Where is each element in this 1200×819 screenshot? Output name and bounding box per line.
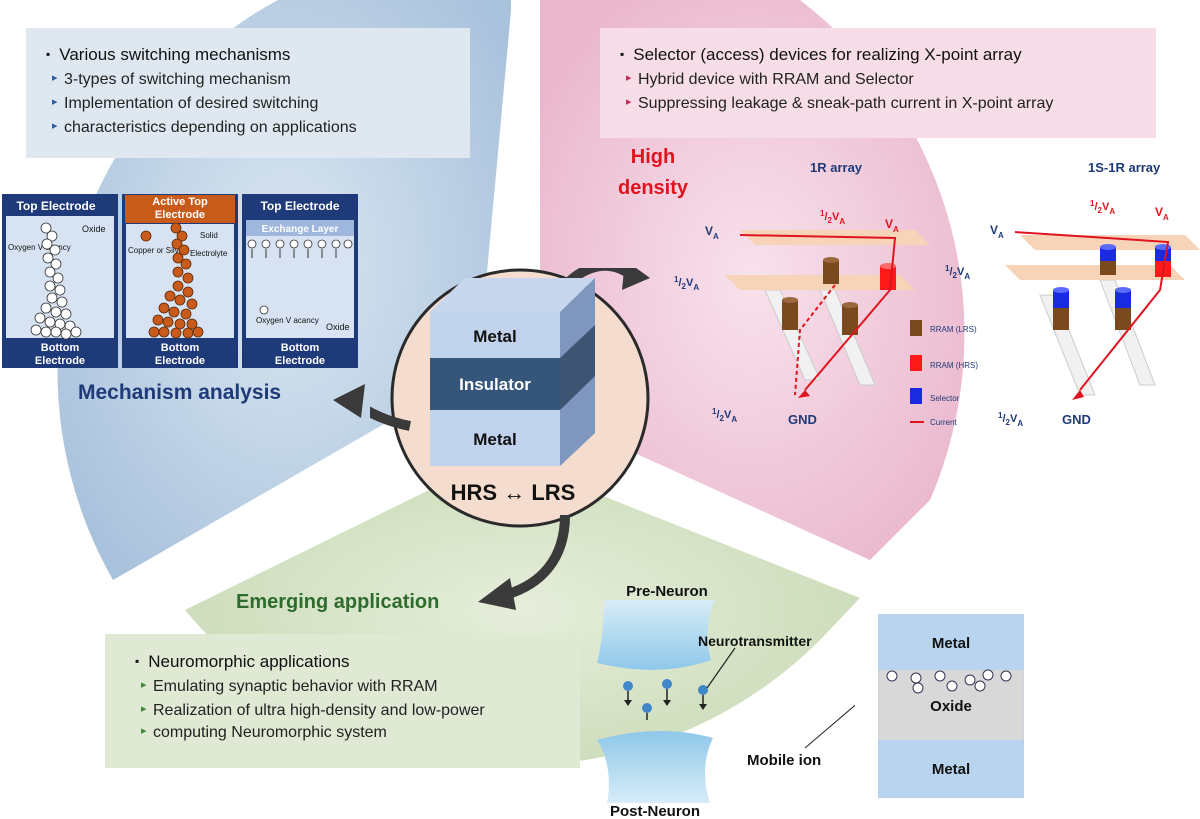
neuromorphic-item: Emulating synaptic behavior with RRAM [135,678,550,696]
svg-text:Electrode: Electrode [155,209,205,221]
arrow-to-mechanism [370,406,412,431]
svg-text:Bottom: Bottom [281,342,320,354]
svg-text:1/2VA: 1/2VA [1090,199,1115,216]
neuromorphic-item: Realization of ultra high-density and lo… [135,702,550,720]
high-density-label: High density [618,146,689,199]
top-electrode-label: Top Electrode [16,199,95,213]
mechanism-item: characteristics depending on application… [46,119,450,137]
neurotransmitters [623,679,708,720]
stack-layer-insulator: Insulator [459,375,531,394]
svg-text:Bottom: Bottom [161,342,200,354]
oxide-stack-metal-top: Metal [932,635,970,652]
state-label: HRS ↔ LRS [451,480,576,505]
svg-text:RRAM (HRS): RRAM (HRS) [930,361,978,370]
oxide-stack-oxide: Oxide [930,698,972,715]
svg-text:V: V [1155,205,1163,219]
svg-text:V: V [990,223,998,237]
mechanism-item: 3-types of switching mechanism [46,71,450,89]
center-device: Metal Insulator Metal HRS ↔ LRS [370,268,650,528]
neuromorphic-panel: Neuromorphic applications Emulating syna… [105,634,580,768]
svg-text:A: A [998,231,1004,240]
svg-text:Top Electrode: Top Electrode [260,199,339,213]
post-neuron [597,730,713,803]
solid-label: Solid [200,231,218,240]
mechanism-analysis-label: Mechanism analysis [78,381,282,404]
svg-text:1S-1R array: 1S-1R array [1088,160,1161,175]
mechanism-item: Implementation of desired switching [46,95,450,113]
mechanism-panel: Various switching mechanisms 3-types of … [26,28,470,158]
arrow-to-application [478,514,570,610]
electrolyte-label: Electrolyte [190,249,228,258]
oxide-stack: Metal Oxide Metal [878,614,1024,798]
svg-text:1/2VA: 1/2VA [998,411,1023,428]
exchange-layer-label: Exchange Layer [262,224,339,235]
svg-text:A: A [893,225,899,234]
interface-cell: Top Electrode Exchange Layer Oxygen V ac… [242,194,358,368]
svg-text:Electrode: Electrode [155,355,205,367]
mobile-ions [886,669,1012,694]
svg-text:A: A [713,232,719,241]
selector-title: Selector (access) devices for realizing … [620,45,1136,65]
neuromorphic-item: computing Neuromorphic system [135,724,550,742]
bottom-electrode-label: Bottom [41,342,80,354]
emerging-application-label: Emerging application [236,591,440,613]
mim-stack: Metal Insulator Metal [430,278,595,466]
mobile-ion-label: Mobile ion [747,752,821,769]
svg-text:1R array: 1R array [810,160,863,175]
svg-text:Active Top: Active Top [152,196,208,208]
svg-text:1/2VA: 1/2VA [820,209,845,226]
pre-neuron [597,600,715,670]
svg-text:GND: GND [1062,412,1091,427]
synapse-diagram: Pre-Neuron Neurotransmitter Post-Neuron … [597,583,855,819]
vacancy-label: Oxygen V acancy [8,243,71,252]
selector-item: Hybrid device with RRAM and Selector [620,71,1136,89]
svg-text:Electrode: Electrode [275,355,325,367]
svg-text:Oxide: Oxide [326,322,350,332]
oxide-stack-metal-bottom: Metal [932,761,970,778]
selector-panel: Selector (access) devices for realizing … [600,28,1156,138]
stack-layer-metal: Metal [473,327,516,346]
svg-text:Oxygen V acancy: Oxygen V acancy [256,316,319,325]
vcm-cell: Top Electrode Oxide Oxygen V acancy Bott… [2,194,118,368]
oxide-label: Oxide [82,224,106,234]
neuromorphic-title: Neuromorphic applications [135,652,550,672]
pre-neuron-label: Pre-Neuron [626,583,708,600]
switching-mechanism-diagrams: Top Electrode Oxide Oxygen V acancy Bott… [2,194,358,368]
ion-label: Copper or Silver [128,246,186,255]
stack-layer-metal: Metal [473,430,516,449]
svg-text:1/2VA: 1/2VA [712,407,737,424]
svg-text:A: A [1163,213,1169,222]
array-legend: RRAM (LRS) RRAM (HRS) Selector Current [910,320,978,427]
svg-text:Current: Current [930,418,957,427]
neurotransmitter-label: Neurotransmitter [698,633,812,649]
svg-text:V: V [705,224,713,238]
ecm-cell: Active Top Electrode Solid Electrolyte C… [122,194,238,368]
svg-text:Selector: Selector [930,394,960,403]
svg-text:GND: GND [788,412,817,427]
svg-text:RRAM (LRS): RRAM (LRS) [930,325,977,334]
arrow-to-mechanism-head [333,384,365,418]
mechanism-title: Various switching mechanisms [46,45,450,65]
svg-text:V: V [885,217,893,231]
post-neuron-label: Post-Neuron [610,803,700,819]
svg-text:Electrode: Electrode [35,355,85,367]
selector-item: Suppressing leakage & sneak-path current… [620,95,1136,113]
svg-text:1/2VA: 1/2VA [945,264,970,281]
svg-text:1/2VA: 1/2VA [674,275,699,292]
